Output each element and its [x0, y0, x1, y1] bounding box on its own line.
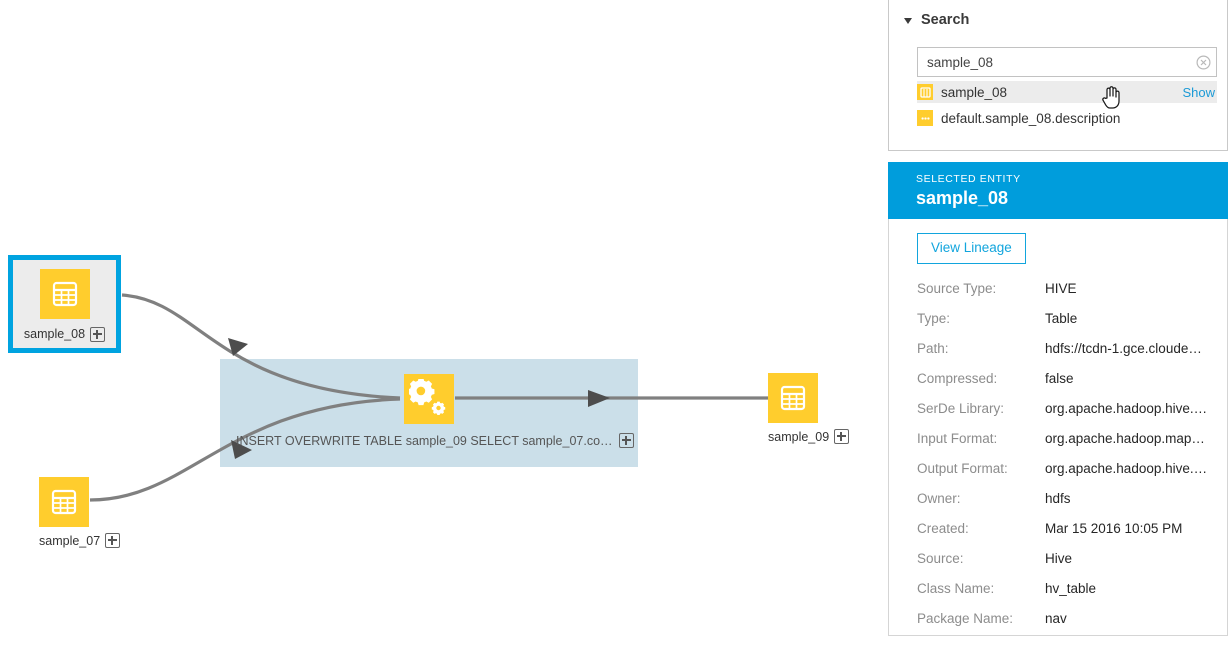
entity-property-row: Source Type: HIVE	[917, 281, 1211, 311]
entity-property-row: Source: Hive	[917, 551, 1211, 581]
entity-property-value: org.apache.hadoop.map…	[1045, 431, 1205, 446]
arrowhead-sample08	[228, 338, 248, 356]
entity-property-key: Created:	[917, 521, 969, 536]
clear-circle-icon[interactable]	[1190, 48, 1216, 76]
plus-icon[interactable]	[834, 429, 850, 444]
entity-property-row: Package Name: nav	[917, 611, 1211, 641]
view-lineage-button[interactable]: View Lineage	[917, 233, 1026, 264]
plus-icon[interactable]	[618, 433, 634, 448]
entity-property-row: Output Format: org.apache.hadoop.hive.…	[917, 461, 1211, 491]
entity-title: sample_08	[916, 188, 1009, 208]
search-input[interactable]	[918, 48, 1190, 76]
plus-icon[interactable]	[90, 326, 106, 342]
operation-caption-text: INSERT OVERWRITE TABLE sample_09 SELECT …	[236, 433, 613, 448]
entity-property-key: Input Format:	[917, 431, 998, 446]
search-result-item[interactable]: default.sample_08.description	[917, 107, 1217, 129]
entity-property-value: org.apache.hadoop.hive.…	[1045, 461, 1208, 476]
lineage-canvas[interactable]: sample_08 sample_07	[0, 0, 888, 647]
search-panel-title: Search	[921, 12, 970, 28]
gear-icon	[404, 374, 454, 424]
entity-panel-header: SELECTED ENTITY sample_08	[888, 162, 1228, 219]
entity-property-row: Created: Mar 15 2016 10:05 PM	[917, 521, 1211, 551]
arrowhead-sample09	[588, 390, 610, 407]
entity-property-value: Mar 15 2016 10:05 PM	[1045, 521, 1183, 536]
search-result-label: sample_08	[941, 84, 1008, 100]
table-icon	[39, 268, 90, 319]
description-icon	[917, 110, 933, 126]
search-panel-header[interactable]: Search	[889, 0, 1227, 28]
entity-property-row: Compressed: false	[917, 371, 1211, 401]
entity-property-value: nav	[1045, 611, 1067, 626]
entity-property-value: Table	[1045, 311, 1078, 326]
lineage-node-label: sample_08	[23, 326, 106, 342]
lineage-node-label: sample_07	[39, 533, 121, 548]
right-rail: Search sample_08 Show	[888, 0, 1232, 647]
operation-caption: INSERT OVERWRITE TABLE sample_09 SELECT …	[236, 433, 634, 448]
entity-property-key: Package Name:	[917, 611, 1014, 626]
search-input-wrapper[interactable]	[917, 47, 1217, 77]
node-label-text: sample_07	[39, 533, 101, 548]
edge-sample07-to-operation	[89, 397, 401, 502]
arrowhead-sample07	[231, 440, 252, 459]
entity-property-key: SerDe Library:	[917, 401, 1005, 416]
lineage-node-sample-08[interactable]: sample_08	[8, 255, 121, 353]
entity-property-key: Source Type:	[917, 281, 997, 296]
lineage-edges	[89, 293, 768, 502]
entity-property-value: org.apache.hadoop.hive.…	[1045, 401, 1208, 416]
entity-property-key: Output Format:	[917, 461, 1008, 476]
show-link[interactable]: Show	[1182, 84, 1215, 100]
lineage-node-label: sample_09	[768, 429, 850, 444]
entity-property-value: hdfs://tcdn-1.gce.cloude…	[1045, 341, 1202, 356]
entity-property-value: false	[1045, 371, 1074, 386]
entity-property-key: Path:	[917, 341, 949, 356]
entity-kicker-label: SELECTED ENTITY	[916, 173, 1021, 185]
entity-property-value: Hive	[1045, 551, 1073, 566]
entity-property-value: hdfs	[1045, 491, 1071, 506]
selected-entity-panel: SELECTED ENTITY sample_08 View Lineage S…	[888, 162, 1228, 636]
plus-icon[interactable]	[105, 533, 121, 548]
edge-sample08-to-operation	[121, 293, 401, 400]
entity-property-row: SerDe Library: org.apache.hadoop.hive.…	[917, 401, 1211, 431]
search-result-label: default.sample_08.description	[941, 110, 1121, 126]
search-result-item[interactable]: sample_08 Show	[917, 81, 1217, 103]
entity-property-row: Class Name: hv_table	[917, 581, 1211, 611]
entity-property-value: HIVE	[1045, 281, 1077, 296]
entity-property-row: Input Format: org.apache.hadoop.map…	[917, 431, 1211, 461]
entity-property-key: Owner:	[917, 491, 961, 506]
entity-property-key: Compressed:	[917, 371, 998, 386]
lineage-node-sample-09[interactable]: sample_09	[768, 373, 850, 444]
lineage-node-operation[interactable]	[404, 374, 454, 424]
entity-property-key: Type:	[917, 311, 951, 326]
search-panel: Search sample_08 Show	[888, 0, 1228, 151]
entity-property-key: Class Name:	[917, 581, 995, 596]
lineage-node-sample-07[interactable]: sample_07	[39, 477, 121, 548]
entity-property-row: Path: hdfs://tcdn-1.gce.cloude…	[917, 341, 1211, 371]
table-icon	[768, 373, 818, 423]
table-icon	[917, 84, 933, 100]
entity-property-row: Owner: hdfs	[917, 491, 1211, 521]
table-icon	[39, 477, 89, 527]
chevron-down-icon[interactable]	[904, 18, 912, 24]
entity-property-row: Type: Table	[917, 311, 1211, 341]
entity-property-key: Source:	[917, 551, 964, 566]
node-label-text: sample_08	[23, 327, 86, 341]
node-label-text: sample_09	[768, 429, 830, 444]
entity-property-value: hv_table	[1045, 581, 1097, 596]
